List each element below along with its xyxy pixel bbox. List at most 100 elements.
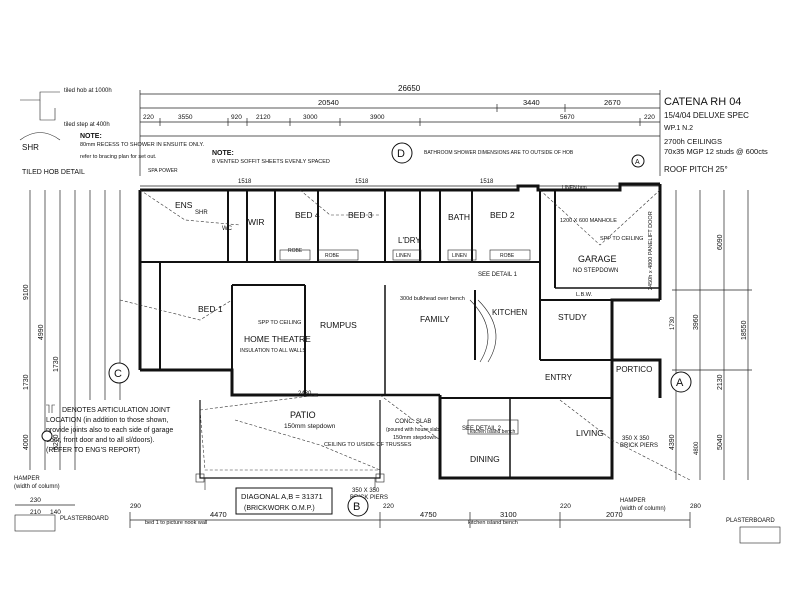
- room-garage: GARAGE: [578, 254, 617, 264]
- note-note-label: NOTE:: [80, 133, 102, 140]
- room-ldry: L'DRY: [398, 236, 421, 245]
- note-conc-slab-2: (poured with house slab): [386, 427, 441, 433]
- dim-left-1730b: 1730: [53, 356, 60, 372]
- note-conc-slab-1: CONC. SLAB: [395, 419, 431, 425]
- room-home-theatre: HOME THEATRE: [244, 334, 311, 344]
- hamper-notes: HAMPER (width of column) PLASTERBOARD HA…: [14, 476, 781, 544]
- room-bed4: BED 4: [295, 210, 320, 220]
- dim-left-230: 230: [30, 497, 41, 504]
- note-articulation-3: provide joints also to each side of gara…: [46, 427, 173, 434]
- plan-notes: ROBE ROBE ROBE LINEN LINEN LINEN brm 120…: [145, 168, 658, 526]
- note-hamper-left-sub: (width of column): [14, 484, 60, 490]
- internal-walls: [140, 190, 660, 478]
- note-spp-ceiling-2: SPP TO CEILING: [258, 320, 301, 326]
- note-diagonal-2: (BRICKWORK O.M.P.): [244, 505, 315, 512]
- note-articulation-1: DENOTES ARTICULATION JOINT: [62, 407, 171, 414]
- upper-left-notes: tiled hob at 1000h tiled step at 400h SH…: [19, 88, 574, 176]
- articulation-note: DENOTES ARTICULATION JOINT LOCATION (in …: [46, 404, 173, 454]
- dim-bottom-220a: 220: [383, 503, 394, 510]
- note-lbw: L.B.W.: [576, 292, 593, 298]
- note-plasterboard-left: PLASTERBOARD: [60, 516, 109, 522]
- dim-bottom-280: 280: [690, 503, 701, 510]
- dim-left-5270: 5270: [53, 434, 60, 450]
- note-brick-piers-2: BRICK PIERS: [350, 495, 388, 501]
- note-recess: 80mm RECESS TO SHOWER IN ENSUITE ONLY.: [80, 142, 204, 148]
- dim-top-3550: 3550: [178, 114, 193, 121]
- note-spa-power: SPA POWER: [148, 168, 178, 174]
- section-markers: D C B A A: [41, 142, 692, 517]
- dim-bottom-220b: 220: [560, 503, 571, 510]
- note-brick-piers-1: 350 X 350: [352, 488, 380, 494]
- room-study: STUDY: [558, 312, 587, 322]
- room-garage-sub: NO STEPDOWN: [573, 268, 618, 274]
- dim-top-220b: 220: [644, 114, 655, 121]
- room-entry: ENTRY: [545, 373, 573, 382]
- room-patio: PATIO: [290, 410, 316, 420]
- room-bed2: BED 2: [490, 210, 515, 220]
- title-date-spec: 15/4/04 DELUXE SPEC: [664, 111, 749, 120]
- dim-top-1518b: 1518: [355, 179, 369, 185]
- dim-bottom-3100: 3100: [500, 510, 517, 519]
- dim-right-3960: 3960: [693, 314, 700, 330]
- dim-bottom-290: 290: [130, 503, 141, 510]
- room-portico: PORTICO: [616, 365, 652, 374]
- note-linen-brm: LINEN brm: [562, 185, 587, 191]
- dim-top-3440: 3440: [523, 98, 540, 107]
- dim-right-1730: 1730: [670, 316, 676, 330]
- marker-a: A: [676, 377, 684, 389]
- note-panelift: 2450h x 4800 PANELIFT DOOR: [648, 211, 654, 290]
- note-robe-3: ROBE: [500, 253, 515, 259]
- dim-right-2130: 2130: [717, 374, 724, 390]
- dim-left-210: 210: [30, 509, 41, 516]
- note-brick-piers-4: BRICK PIERS: [620, 443, 658, 449]
- dim-patio: 2430: [298, 391, 312, 397]
- dim-top-3900: 3900: [370, 114, 385, 121]
- outer-walls: [138, 182, 662, 480]
- title-name: CATENA RH 04: [664, 96, 741, 108]
- note-linen-2: LINEN: [452, 253, 467, 259]
- dim-right-18550: 18550: [741, 320, 748, 340]
- room-wir: WIR: [248, 217, 265, 227]
- note-plasterboard-right: PLASTERBOARD: [726, 518, 775, 524]
- room-living: LIVING: [576, 428, 604, 438]
- top-dimensions: 26650 20540 3440 2670 220 3550 920 2120 …: [139, 84, 661, 187]
- diagonal-box: DIAGONAL A,B = 31371 (BRICKWORK O.M.P.): [235, 487, 333, 515]
- room-bed3: BED 3: [348, 210, 373, 220]
- room-wc: WC: [222, 226, 233, 232]
- title-roof-pitch: ROOF PITCH 25°: [664, 165, 728, 174]
- note-tiled-hob-detail: TILED HOB DETAIL: [22, 169, 85, 176]
- dim-left-9100: 9100: [23, 284, 30, 300]
- note-bath-shower: BATHROOM SHOWER DIMENSIONS ARE TO OUTSID…: [424, 150, 574, 156]
- title-ceilings: 2700h CEILINGS: [664, 137, 722, 146]
- dim-top-1518c: 1518: [480, 179, 494, 185]
- note-bed1-nook: bed 1 to picture nook wall: [145, 520, 207, 526]
- dim-top-220a: 220: [143, 114, 154, 121]
- dim-top-20540: 20540: [318, 98, 339, 107]
- note-tiled-hob: tiled hob at 1000h: [64, 88, 112, 94]
- dim-top-1518a: 1518: [238, 179, 252, 185]
- bottom-dimensions: 4470 4750 3100 2070 290 220 220 280 230 …: [15, 497, 701, 528]
- note-ceiling-trusses: CEILING TO U/SIDE OF TRUSSES: [324, 442, 412, 448]
- marker-b: B: [353, 501, 360, 513]
- dim-left-4990: 4990: [38, 324, 45, 340]
- note-insulation: INSULATION TO ALL WALLS: [240, 348, 306, 354]
- room-rumpus: RUMPUS: [320, 320, 357, 330]
- note-robe-2: ROBE: [325, 253, 340, 259]
- dim-top-920: 920: [231, 114, 242, 121]
- note-see-detail-2: SEE DETAIL 2: [462, 426, 502, 432]
- room-shr: SHR: [195, 210, 208, 216]
- patio-area: [195, 400, 385, 490]
- room-labels: ENS WIR BED 4 BED 3 L'DRY BATH BED 2 GAR…: [175, 200, 652, 464]
- note-articulation-5: (REFER TO ENG'S REPORT): [46, 447, 140, 454]
- dim-top-2120: 2120: [256, 114, 271, 121]
- dim-bottom-4750: 4750: [420, 510, 437, 519]
- room-patio-sub: 150mm stepdown: [284, 423, 336, 430]
- note-bulkhead: 300d bulkhead over bench: [400, 296, 465, 302]
- note-see-detail-1: SEE DETAIL 1: [478, 272, 518, 278]
- marker-c: C: [114, 368, 122, 380]
- note-brick-piers-3: 350 X 350: [622, 436, 650, 442]
- dim-top-3000: 3000: [303, 114, 318, 121]
- room-bath: BATH: [448, 212, 470, 222]
- note-bracing: refer to bracing plan for set out.: [80, 154, 157, 160]
